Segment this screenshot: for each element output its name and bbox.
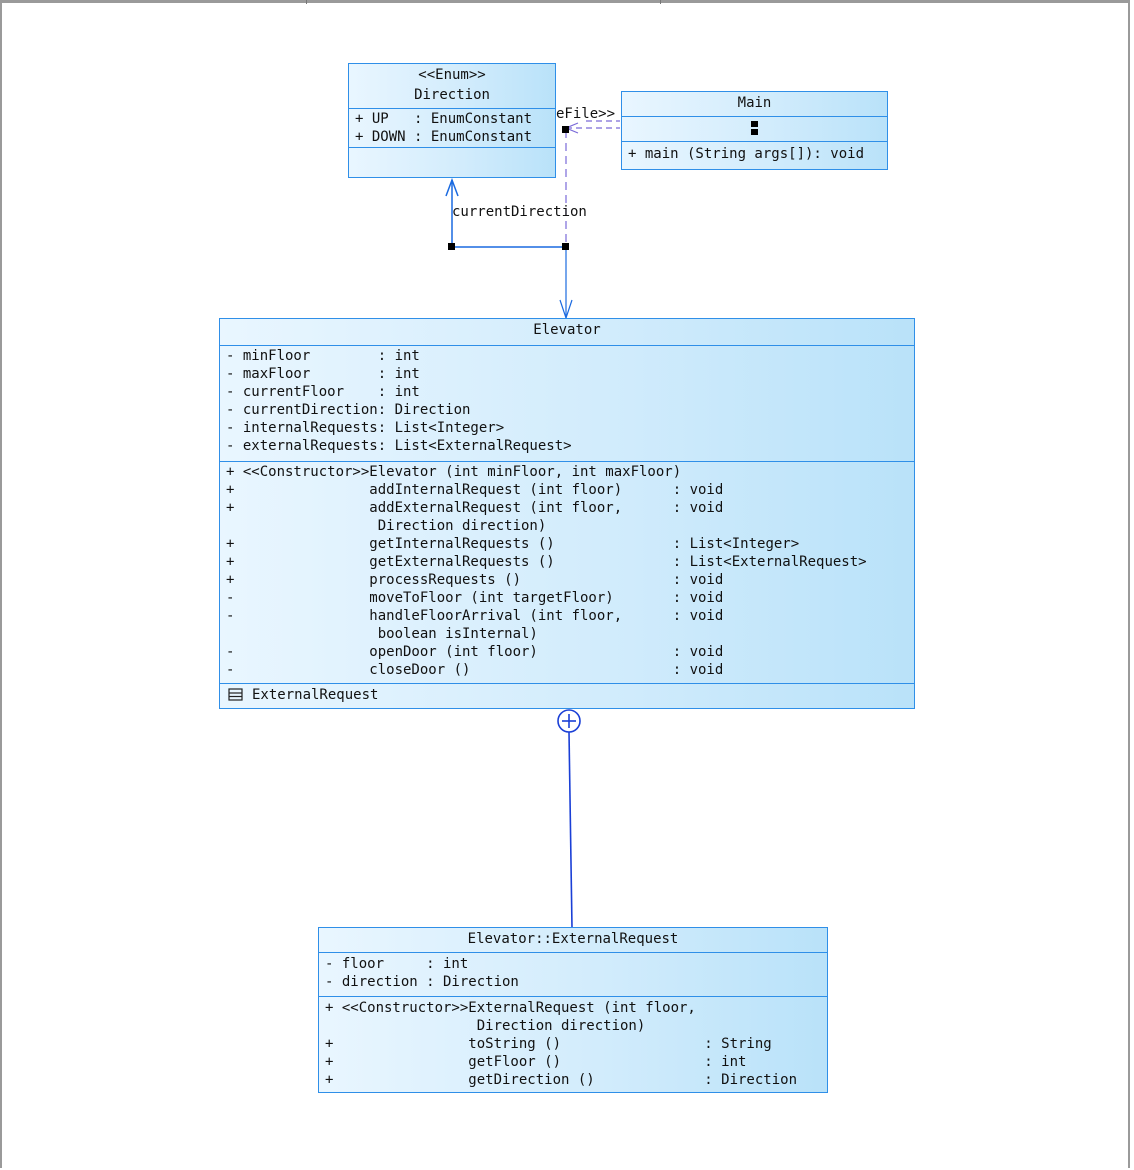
attribute: - currentDirection: Direction bbox=[226, 402, 471, 418]
nested-class-icon bbox=[228, 688, 243, 701]
enum-constant: + UP : EnumConstant bbox=[355, 111, 533, 127]
ruler-tick bbox=[306, 0, 307, 4]
attribute: - floor : int bbox=[325, 956, 469, 972]
attribute: - currentFloor : int bbox=[226, 384, 420, 400]
method: + <<Constructor>>Elevator (int minFloor,… bbox=[226, 464, 682, 480]
method: + <<Constructor>>ExternalRequest (int fl… bbox=[325, 1000, 696, 1016]
dependency-stereotype-label[interactable]: eFile>> bbox=[556, 106, 616, 122]
class-name: Elevator bbox=[533, 322, 601, 338]
method: + getExternalRequests () : List<External… bbox=[226, 554, 867, 570]
method: + getFloor () : int bbox=[325, 1054, 747, 1070]
main-class[interactable]: Main + main (String args[]): void bbox=[621, 91, 888, 170]
ruler-tick bbox=[660, 0, 661, 4]
method: + toString () : String bbox=[325, 1036, 772, 1052]
class-name: Main bbox=[737, 95, 772, 111]
method: - openDoor (int floor) : void bbox=[226, 644, 724, 660]
method: - closeDoor () : void bbox=[226, 662, 724, 678]
method: - handleFloorArrival (int floor, : void bbox=[226, 608, 724, 624]
selection-handle[interactable] bbox=[562, 243, 569, 250]
enum-constant: + DOWN : EnumConstant bbox=[355, 129, 533, 145]
selection-handle[interactable] bbox=[751, 129, 758, 135]
elevator-class[interactable]: Elevator - minFloor : int - maxFloor : i… bbox=[219, 318, 915, 709]
method: Direction direction) bbox=[325, 1018, 646, 1034]
method: Direction direction) bbox=[226, 518, 547, 534]
method: + processRequests () : void bbox=[226, 572, 724, 588]
selection-handle[interactable] bbox=[751, 121, 758, 127]
association-role-label[interactable]: currentDirection bbox=[452, 204, 587, 220]
method: + addExternalRequest (int floor, : void bbox=[226, 500, 724, 516]
attribute: - minFloor : int bbox=[226, 348, 420, 364]
method: boolean isInternal) bbox=[226, 626, 538, 642]
selection-handle[interactable] bbox=[448, 243, 455, 250]
enum-stereotype: <<Enum>> bbox=[418, 67, 486, 83]
association-arrowhead bbox=[445, 177, 459, 197]
method: + main (String args[]): void bbox=[628, 146, 865, 162]
nesting-line[interactable] bbox=[568, 731, 573, 929]
attribute: - internalRequests: List<Integer> bbox=[226, 420, 505, 436]
external-request-class[interactable]: Elevator::ExternalRequest - floor : int … bbox=[318, 927, 828, 1093]
method: + getDirection () : Direction bbox=[325, 1072, 798, 1088]
method: + getInternalRequests () : List<Integer> bbox=[226, 536, 800, 552]
method: + addInternalRequest (int floor) : void bbox=[226, 482, 724, 498]
selection-handle[interactable] bbox=[562, 126, 569, 133]
nested-class-name: ExternalRequest bbox=[252, 687, 379, 703]
class-name: Direction bbox=[414, 87, 490, 103]
attribute: - maxFloor : int bbox=[226, 366, 420, 382]
method: - moveToFloor (int targetFloor) : void bbox=[226, 590, 724, 606]
attribute: - externalRequests: List<ExternalRequest… bbox=[226, 438, 572, 454]
attribute: - direction : Direction bbox=[325, 974, 519, 990]
direction-enum-class[interactable]: <<Enum>> Direction + UP : EnumConstant +… bbox=[348, 63, 556, 178]
class-name: Elevator::ExternalRequest bbox=[467, 931, 679, 947]
